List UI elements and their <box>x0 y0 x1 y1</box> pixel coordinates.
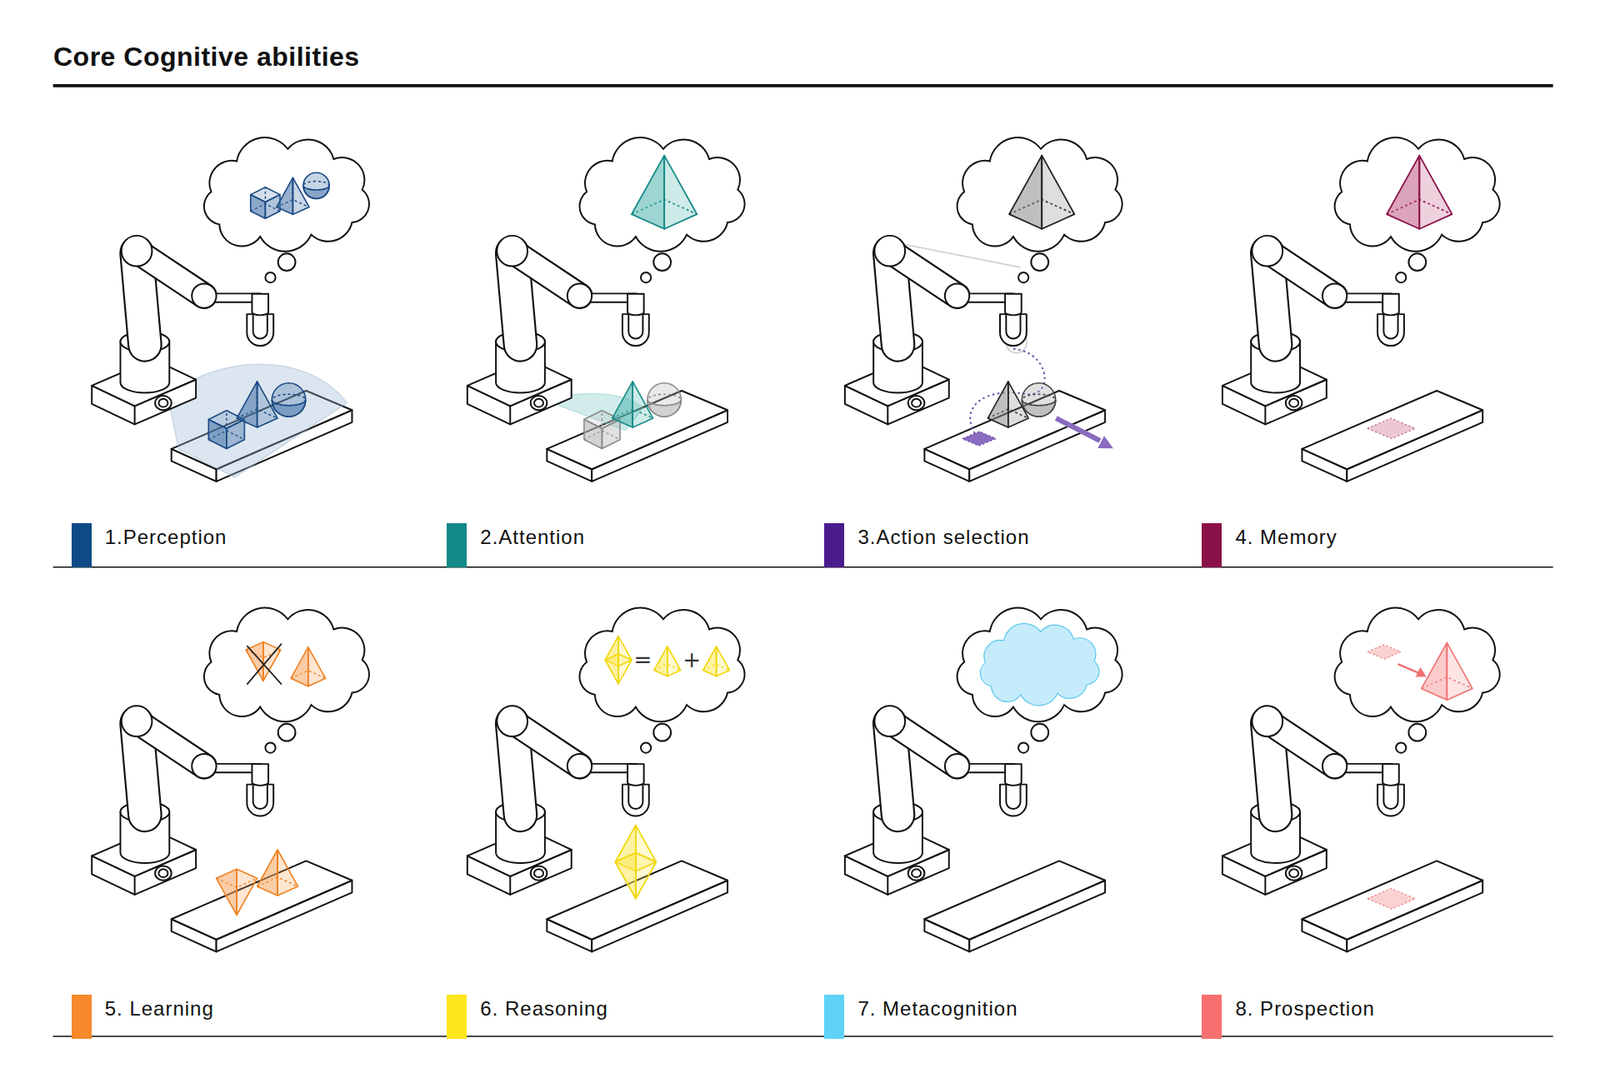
table-object <box>615 825 656 900</box>
robot-arm <box>845 705 1027 895</box>
illustration-use <box>654 646 681 677</box>
legend-swatch <box>1201 523 1222 568</box>
legend-swatch <box>824 523 845 568</box>
thought-cloud <box>957 137 1123 283</box>
table <box>924 860 1105 952</box>
thought-object <box>1009 155 1075 230</box>
thought-spot <box>1367 645 1401 660</box>
thought-cloud <box>1335 608 1500 754</box>
perception-panel <box>91 137 370 482</box>
legend-swatch <box>446 523 467 568</box>
prospection-panel <box>1222 608 1500 953</box>
legend-item: 5. Learning <box>71 995 215 1040</box>
legend-item: 2.Attention <box>446 523 585 568</box>
legend-item: 3.Action selection <box>824 523 1030 568</box>
thought-object <box>1421 642 1473 700</box>
thought-cloud <box>580 137 745 283</box>
robot-arm <box>1222 705 1405 895</box>
illustration-use <box>257 850 299 896</box>
metacognition-panel <box>845 608 1123 953</box>
illustration-use <box>236 381 278 428</box>
prospect-arrow <box>1398 664 1420 674</box>
legend-label: 8. Prospection <box>1235 995 1375 1024</box>
illustration-use <box>216 869 258 915</box>
robot-arm <box>91 235 274 425</box>
thought-objects <box>250 172 330 219</box>
illustration-use <box>703 646 730 677</box>
thought-cloud <box>957 608 1123 754</box>
target-spot <box>962 431 996 446</box>
illustration-use <box>605 654 632 685</box>
legend-item: 8. Prospection <box>1201 995 1375 1040</box>
title: Core Cognitive abilities <box>53 41 360 73</box>
thought-objects <box>245 642 326 687</box>
legend-label: 4. Memory <box>1235 523 1337 552</box>
robot-arm <box>845 235 1027 425</box>
legend-label: 6. Reasoning <box>480 995 608 1024</box>
attention-panel <box>467 137 745 482</box>
learning-panel <box>91 608 370 953</box>
future-spot <box>1367 889 1416 910</box>
legend-label: 2.Attention <box>480 523 585 552</box>
prospect-arrowhead <box>1416 668 1426 677</box>
memory-panel <box>1222 137 1500 482</box>
thought-objects <box>605 636 730 685</box>
math-symbol: = <box>634 647 653 673</box>
illustration-use <box>245 642 281 682</box>
row-rule <box>53 566 1554 568</box>
row-rule <box>53 1035 1554 1037</box>
illustration-use <box>615 853 656 900</box>
title-rule <box>53 84 1554 88</box>
thought-object <box>1386 155 1452 230</box>
thought-cloud <box>204 137 370 283</box>
action-selection-panel <box>845 137 1123 482</box>
panels <box>53 85 1554 1037</box>
legend-label: 5. Learning <box>105 995 215 1024</box>
legend-swatch <box>446 995 467 1040</box>
legend-swatch <box>71 995 92 1040</box>
attended-object <box>612 381 654 428</box>
reasoning-panel <box>467 608 745 953</box>
thought-cloud <box>1335 137 1500 283</box>
robot-arm <box>467 235 650 425</box>
illustration-use <box>250 187 280 219</box>
illustration-use <box>303 172 330 199</box>
action-arrow <box>1055 418 1100 441</box>
cross-out <box>246 644 282 685</box>
legend-item: 4. Memory <box>1201 523 1337 568</box>
legend-item: 7. Metacognition <box>824 995 1018 1040</box>
robot-arm <box>1222 235 1405 425</box>
action-arrowhead <box>1098 436 1112 448</box>
table <box>1301 390 1483 482</box>
legend-swatch <box>71 523 92 568</box>
robot-arm <box>91 705 274 895</box>
illustration-use <box>271 383 305 417</box>
legend-label: 1.Perception <box>105 523 228 552</box>
thought-cloud <box>204 608 370 754</box>
legend-label: 3.Action selection <box>857 523 1030 552</box>
math-symbol: + <box>682 647 701 673</box>
table-object <box>1021 383 1055 417</box>
table <box>171 860 353 952</box>
legend-swatch <box>824 995 845 1040</box>
table-objects <box>208 381 305 450</box>
legend-label: 7. Metacognition <box>857 995 1018 1024</box>
thought-object <box>631 155 697 230</box>
inner-thought <box>980 623 1100 705</box>
remembered-spot <box>1367 418 1416 439</box>
illustration-use <box>290 647 326 687</box>
legend-swatch <box>1201 995 1222 1040</box>
table <box>1301 860 1483 952</box>
table-objects <box>216 850 299 915</box>
legend-item: 6. Reasoning <box>446 995 608 1040</box>
legend-item: 1.Perception <box>71 523 228 568</box>
thought-cloud <box>580 608 745 754</box>
illustration-use <box>647 383 681 417</box>
